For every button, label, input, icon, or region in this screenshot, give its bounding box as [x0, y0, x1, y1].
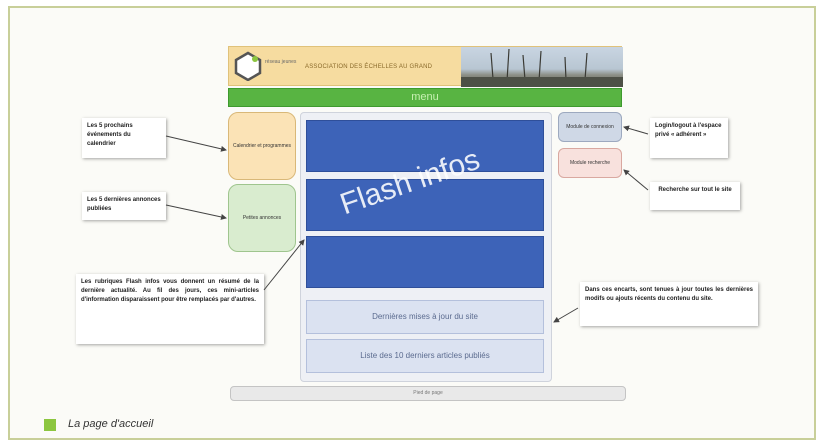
latest-updates-box: Dernières mises à jour du site: [306, 300, 544, 334]
page-footer-box: Pied de page: [230, 386, 626, 401]
search-module-box: Module recherche: [558, 148, 622, 178]
latest-articles-box: Liste des 10 derniers articles publiés: [306, 339, 544, 373]
small-ads-box: Petites annonces: [228, 184, 296, 252]
figure-caption: La page d'accueil: [68, 418, 154, 430]
arrow-updates: [553, 307, 579, 323]
arrow-login: [623, 125, 649, 135]
flash-info-block-1: [306, 120, 544, 172]
site-header-banner: réseau jeunes ASSOCIATION DES ÉCHELLES A…: [228, 46, 623, 87]
flash-info-block-2: [306, 179, 544, 231]
note-login: Login/logout à l'espace privé « adhérent…: [650, 118, 728, 158]
arrow-calendar: [165, 135, 227, 152]
menu-bar: menu: [228, 88, 622, 107]
calendar-box: Calendrier et programmes: [228, 112, 296, 180]
harbor-photo-image: [461, 47, 623, 87]
arrow-small-ads: [165, 204, 227, 220]
note-calendar: Les 5 prochains événements du calendrier: [82, 118, 166, 158]
arrow-flash-infos: [263, 239, 305, 291]
note-flash-infos: Les rubriques Flash infos vous donnent u…: [76, 274, 264, 344]
site-title: ASSOCIATION DES ÉCHELLES AU GRAND: [305, 64, 433, 70]
caption-square-icon: [44, 419, 56, 431]
note-updates: Dans ces encarts, sont tenues à jour tou…: [580, 282, 758, 326]
login-module-box: Module de connexion: [558, 112, 622, 142]
hexagon-logo-icon: [234, 51, 262, 81]
flash-info-block-3: [306, 236, 544, 288]
note-search: Recherche sur tout le site: [650, 182, 740, 210]
arrow-search: [623, 169, 649, 191]
note-small-ads: Les 5 dernières annonces publiées: [82, 192, 166, 220]
logo-text: réseau jeunes: [265, 59, 297, 65]
